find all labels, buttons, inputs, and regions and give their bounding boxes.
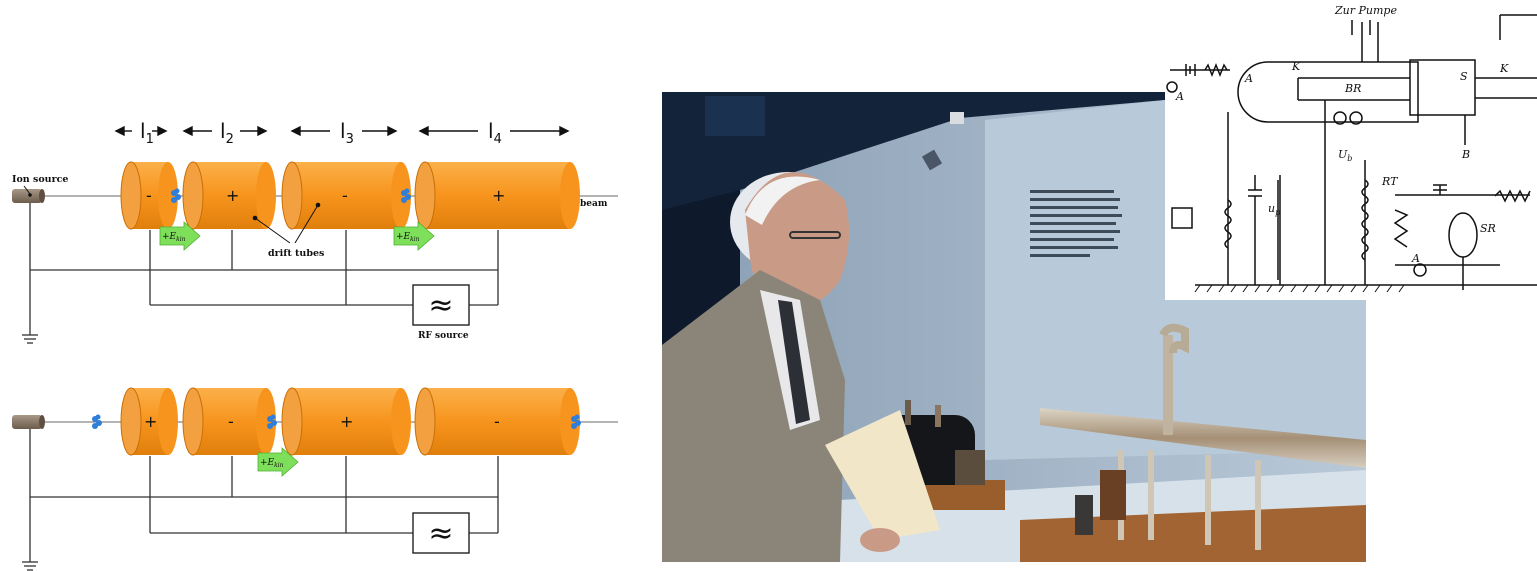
label-zur-pumpe: Zur Pumpe [1334,4,1397,17]
drift-tube-1: - [120,161,178,230]
ekin-arrow-top-1: +Ekin [159,221,201,251]
label-K: K [1291,60,1301,73]
svg-text:+Ekin: +Ekin [396,232,420,243]
svg-text:-: - [342,186,348,205]
gap-label-1: l1 [140,119,154,147]
linac-diagram-top: l1 l2 l3 l4 Ion source beam [12,119,618,344]
svg-text:+Ekin: +Ekin [260,458,284,469]
gap-label-3: l3 [340,119,354,147]
circuit-wiring-top [22,203,499,344]
label-A: A [1244,72,1253,85]
svg-text:-: - [146,186,152,205]
ion-bunch-top-1 [171,188,181,203]
svg-text:+: + [340,412,353,431]
gap-lengths: l1 l2 l3 l4 [140,119,502,147]
linac-diagram-bottom: ≈ + - + - [12,387,618,571]
svg-text:-: - [494,412,500,431]
label-B: B [1461,148,1470,161]
svg-text:+: + [226,186,239,205]
ground-hatching [1194,284,1405,293]
wall-text-panel [1030,190,1122,257]
label-up: up [1268,202,1280,217]
svg-text:≈: ≈ [428,288,453,323]
man-figure [662,172,940,562]
drift-tubes-label: drift tubes [268,248,324,259]
ion-source-bottom [12,415,45,429]
svg-text:+Ekin: +Ekin [162,232,186,243]
label-S: S [1460,70,1468,83]
label-K2: K [1499,62,1509,75]
rf-source-label: RF source [418,331,469,341]
label-BR: BR [1344,82,1361,95]
gap-arrows [114,125,570,137]
drift-tube-b2: - [182,387,276,456]
glass-tube-apparatus [1040,323,1366,550]
circuit-wiring-bottom [22,429,499,571]
label-SR: SR [1480,222,1496,235]
gap-label-2: l2 [220,119,234,147]
label-A2: A [1411,252,1420,265]
ion-bunch-bottom-2 [267,414,277,429]
ekin-arrow-bottom-1: +Ekin [257,447,299,477]
ion-source-pointer [23,185,31,195]
svg-text:+: + [492,186,505,205]
label-RT: RT [1381,175,1399,188]
beam-label: beam [580,199,608,209]
gap-label-4: l4 [488,119,502,147]
svg-text:≈: ≈ [428,516,453,551]
drift-tube-b3: + [281,387,411,456]
ion-source [12,189,45,203]
drift-tube-3: - [281,161,411,230]
drift-tube-b1: + [120,387,178,456]
rf-source-bottom: ≈ [412,512,470,554]
ion-bunch-bottom-3 [571,414,581,429]
rf-source-top: ≈ [412,284,470,326]
drift-tube-4: + [414,161,580,230]
label-A3: A [1175,90,1184,103]
ekin-arrow-top-2: +Ekin [393,221,435,251]
ion-bunch-top-2 [401,188,411,203]
svg-text:-: - [228,412,234,431]
drift-tubes-callout [252,202,321,244]
drift-tube-b4: - [414,387,580,456]
ion-source-label: Ion source [12,174,68,185]
ion-bunch-bottom-1 [92,414,102,429]
label-Ub: Ub [1338,148,1352,163]
drift-tube-2: + [182,161,276,230]
svg-text:+: + [144,412,157,431]
historic-schematic: Zur Pumpe A K BR S K B up Ub RT SR A A [1165,0,1537,300]
